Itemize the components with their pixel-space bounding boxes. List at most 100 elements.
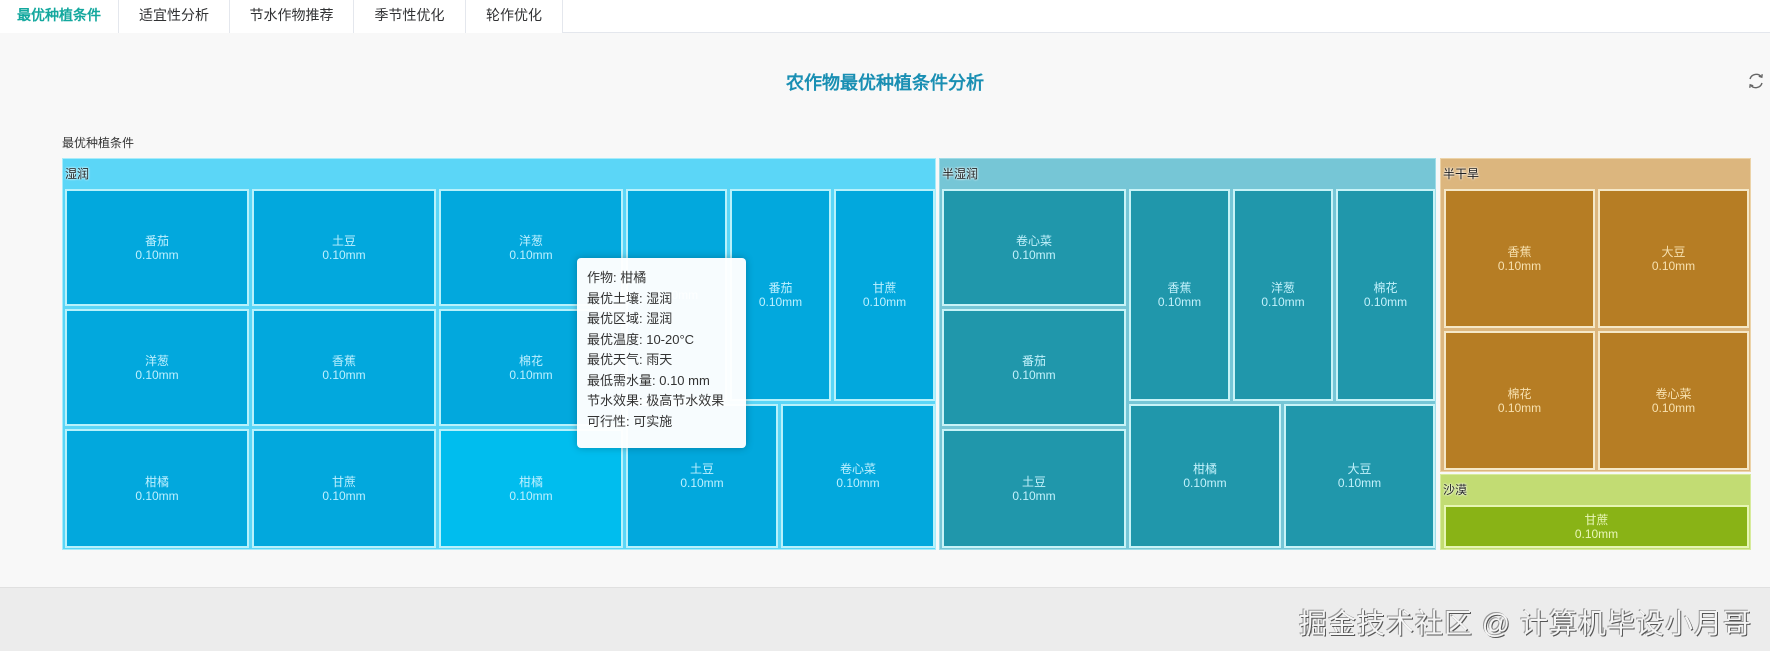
tile-value: 0.10mm: [862, 295, 907, 309]
group-label-wet: 湿润: [65, 167, 90, 181]
tile-name: 洋葱: [518, 233, 543, 248]
tile-name: 洋葱: [144, 353, 169, 368]
tile-value: 0.10mm: [1651, 400, 1696, 415]
tile-value: 0.10mm: [509, 367, 553, 382]
tile-value: 0.10mm: [1363, 295, 1408, 309]
treemap-tooltip: 作物: 柑橘 最优土壤: 湿润 最优区域: 湿润 最优温度: 10-20°C 最…: [577, 258, 746, 448]
tooltip-min-water: 最低需水量: 0.10 mm: [587, 372, 710, 388]
tile-value: 0.10mm: [1574, 526, 1619, 541]
tile-name: 洋葱: [1270, 281, 1295, 295]
tile-value: 0.10mm: [135, 367, 179, 382]
tile-value: 0.10mm: [509, 247, 553, 262]
tile-name: 番茄: [768, 281, 793, 295]
tile-value: 0.10mm: [135, 488, 179, 503]
tab-rotation-optimization[interactable]: 轮作优化: [466, 0, 563, 33]
tile-value: 0.10mm: [1497, 258, 1542, 273]
tile-value: 0.10mm: [758, 295, 803, 309]
tile-name: 香蕉: [1507, 244, 1532, 259]
tile-name: 棉花: [518, 353, 543, 368]
group-label-desert: 沙漠: [1443, 483, 1468, 497]
tile-name: 甘蔗: [331, 474, 356, 489]
tile-name: 土豆: [331, 233, 356, 248]
tooltip-optimal-region: 最优区域: 湿润: [587, 311, 673, 326]
tile-name: 卷心菜: [1655, 386, 1692, 401]
tooltip-feasibility: 可行性: 可实施: [587, 413, 673, 429]
tile-name: 大豆: [1661, 244, 1686, 259]
tile-name: 卷心菜: [839, 462, 876, 476]
group-label-semi-arid: 半干旱: [1443, 167, 1480, 181]
tile-name: 香蕉: [1167, 281, 1192, 295]
tab-water-saving-crops[interactable]: 节水作物推荐: [230, 0, 354, 33]
tile-value: 0.10mm: [135, 247, 179, 262]
tile-name: 土豆: [689, 462, 714, 476]
tile-value: 0.10mm: [1183, 476, 1227, 490]
tile-name: 棉花: [1507, 386, 1532, 401]
tile-name: 柑橘: [518, 474, 543, 489]
tooltip-optimal-temperature: 最优温度: 10-20°C: [587, 331, 695, 347]
tile-value: 0.10mm: [1012, 488, 1056, 503]
tile-name: 土豆: [1021, 474, 1046, 489]
tab-suitability-analysis[interactable]: 适宜性分析: [119, 0, 230, 33]
tile-name: 棉花: [1373, 281, 1398, 295]
tile-name: 甘蔗: [1584, 512, 1609, 527]
tab-optimal-conditions[interactable]: 最优种植条件: [0, 0, 119, 34]
tile-name: 柑橘: [144, 474, 169, 489]
tile-value: 0.10mm: [1012, 247, 1056, 262]
tooltip-optimal-soil: 最优土壤: 湿润: [587, 290, 673, 306]
tooltip-optimal-weather: 最优天气: 雨天: [587, 352, 673, 367]
group-label-semi-humid: 半湿润: [942, 167, 979, 181]
refresh-icon[interactable]: [1746, 71, 1766, 91]
footer: 掘金技术社区 @ 计算机毕设小月哥: [0, 587, 1770, 651]
tile-value: 0.10mm: [1157, 295, 1202, 309]
tile-name: 香蕉: [331, 353, 356, 368]
tile-value: 0.10mm: [1497, 400, 1542, 415]
tile-value: 0.10mm: [322, 247, 366, 262]
tile-value: 0.10mm: [1012, 367, 1056, 382]
tab-seasonal-optimization[interactable]: 季节性优化: [354, 0, 466, 33]
tile-name: 番茄: [1021, 353, 1046, 368]
tile-value: 0.10mm: [1651, 258, 1696, 273]
tile-name: 卷心菜: [1015, 233, 1052, 248]
watermark: 掘金技术社区 @ 计算机毕设小月哥: [1299, 608, 1752, 639]
page-title: 农作物最优种植条件分析: [786, 73, 984, 93]
treemap-breadcrumb[interactable]: 最优种植条件: [62, 136, 135, 150]
tile-value: 0.10mm: [680, 476, 724, 490]
tile-value: 0.10mm: [322, 367, 366, 382]
tile-value: 0.10mm: [836, 476, 880, 490]
tooltip-crop: 作物: 柑橘: [587, 270, 647, 285]
tile-name: 甘蔗: [872, 281, 897, 295]
tile-value: 0.10mm: [1261, 295, 1305, 309]
tile-value: 0.10mm: [322, 488, 366, 503]
tooltip-water-saving: 节水效果: 极高节水效果: [587, 393, 725, 408]
tile-name: 柑橘: [1192, 462, 1217, 476]
